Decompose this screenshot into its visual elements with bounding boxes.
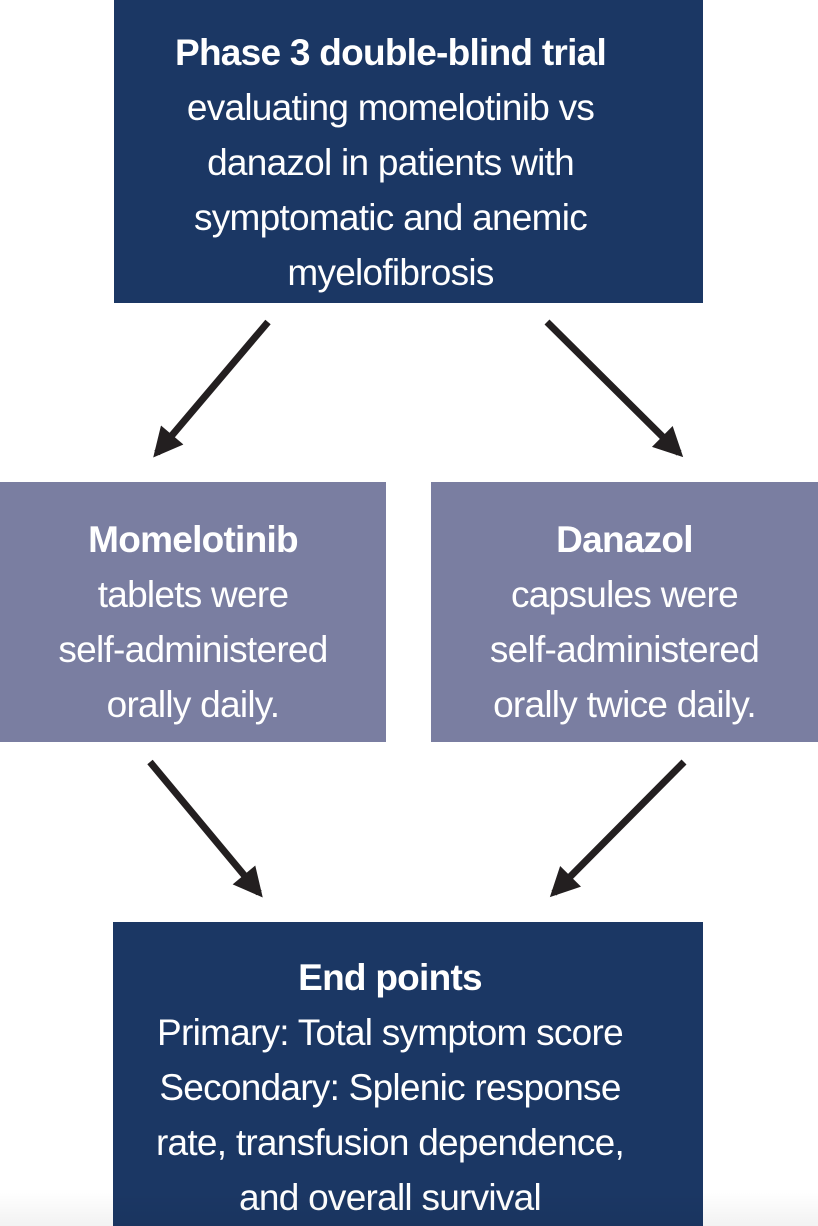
danazol-arm-title: Danazol	[556, 519, 693, 560]
arrow-momelotinib-to-endpoints	[147, 759, 263, 898]
arrow-danazol-to-endpoints	[549, 759, 687, 898]
danazol-arm-body: capsules were self-administered orally t…	[489, 574, 760, 725]
arrow-trial-to-danazol	[544, 319, 684, 458]
trial-summary-box: Phase 3 double-blind trial evaluating mo…	[114, 0, 703, 303]
momelotinib-arm-box: Momelotinib tablets were self-administer…	[0, 482, 386, 742]
arrow-trial-to-momelotinib	[153, 319, 271, 458]
trial-summary-body: evaluating momelotinib vs danazol in pat…	[186, 87, 595, 293]
endpoints-title: End points	[298, 957, 482, 998]
trial-summary-title: Phase 3 double-blind trial	[175, 32, 607, 73]
danazol-arm-box: Danazol capsules were self-administered …	[431, 482, 818, 742]
momelotinib-arm-body: tablets were self-administered orally da…	[58, 574, 328, 725]
endpoints-body: Primary: Total symptom score Secondary: …	[155, 1012, 625, 1218]
momelotinib-arm-title: Momelotinib	[88, 519, 298, 560]
endpoints-box: End points Primary: Total symptom score …	[113, 922, 703, 1226]
